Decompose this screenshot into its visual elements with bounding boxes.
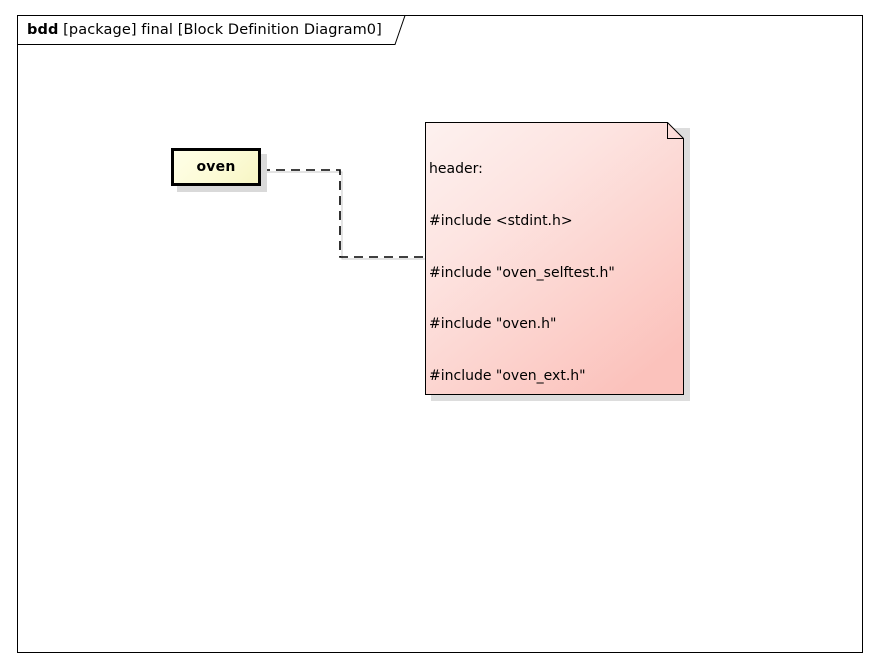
diagram-title-rest: [package] final [Block Definition Diagra… xyxy=(58,22,382,38)
note-line: #include <stdint.h> xyxy=(429,213,573,229)
block-oven[interactable]: oven xyxy=(171,148,261,186)
note-header[interactable]: header: #include <stdint.h> #include "ov… xyxy=(425,122,684,395)
diagram-title-label: bdd [package] final [Block Definition Di… xyxy=(27,22,382,38)
note-text: header: #include <stdint.h> #include "ov… xyxy=(429,127,678,390)
diagram-title-tab: bdd [package] final [Block Definition Di… xyxy=(17,15,406,45)
note-line: header: xyxy=(429,161,483,178)
note-line: #include "oven.h" xyxy=(429,316,557,333)
note-line: #include "oven_ext.h" xyxy=(429,367,586,384)
note-line: #include "oven_selftest.h" xyxy=(429,264,615,281)
note-shape xyxy=(425,122,684,395)
diagram-kind-label: bdd xyxy=(27,22,59,38)
block-oven-label: oven xyxy=(196,159,236,175)
